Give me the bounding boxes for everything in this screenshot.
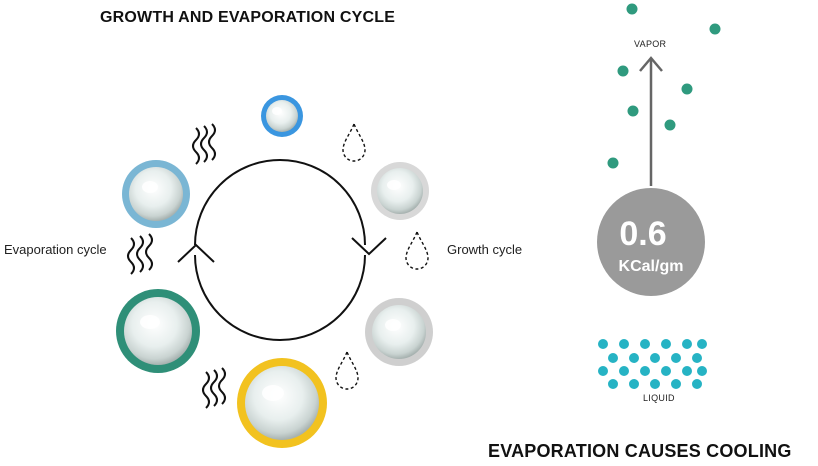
vapor-dot (709, 23, 721, 35)
vapor-molecules (607, 3, 721, 169)
vapor-dot (681, 83, 693, 95)
droplet-grey-upper (371, 162, 429, 220)
growth-cycle-label: Growth cycle (447, 242, 523, 257)
vapor-dot (626, 3, 638, 15)
vapor-dot (664, 119, 676, 131)
wavy-lines-icon (192, 123, 216, 165)
vapor-dot (607, 157, 619, 169)
droplet-blue (261, 95, 303, 137)
dashed-droplet-icon (335, 350, 359, 390)
droplet-yellow (237, 358, 327, 448)
vapor-dot (627, 105, 639, 117)
dashed-droplet-icon (405, 230, 429, 270)
arrow-head-left (177, 243, 215, 263)
dashed-droplet-icon (342, 122, 366, 162)
energy-value: 0.6 (619, 215, 666, 253)
cycle-arc-top (194, 159, 366, 246)
energy-unit: KCal/gm (619, 258, 684, 275)
energy-circle (597, 188, 705, 296)
vapor-arrow (639, 56, 663, 186)
diagram-title-cycle: GROWTH AND EVAPORATION CYCLE (100, 9, 396, 26)
droplet-grey-lower (365, 298, 433, 366)
cycle-arc-bottom (194, 254, 366, 341)
diagram-title-cooling: EVAPORATION CAUSES COOLING (488, 441, 792, 461)
arrow-head-right (351, 237, 387, 256)
liquid-label: LIQUID (643, 393, 675, 403)
wavy-lines-icon (202, 367, 226, 409)
vapor-label: VAPOR (634, 39, 667, 49)
liquid-molecules (598, 339, 707, 389)
wavy-lines-icon (127, 233, 153, 275)
droplet-pale-blue (122, 160, 190, 228)
cycle-arrows (177, 159, 387, 341)
droplet-green (116, 289, 200, 373)
vapor-dot (617, 65, 629, 77)
evaporation-cycle-label: Evaporation cycle (4, 242, 107, 257)
